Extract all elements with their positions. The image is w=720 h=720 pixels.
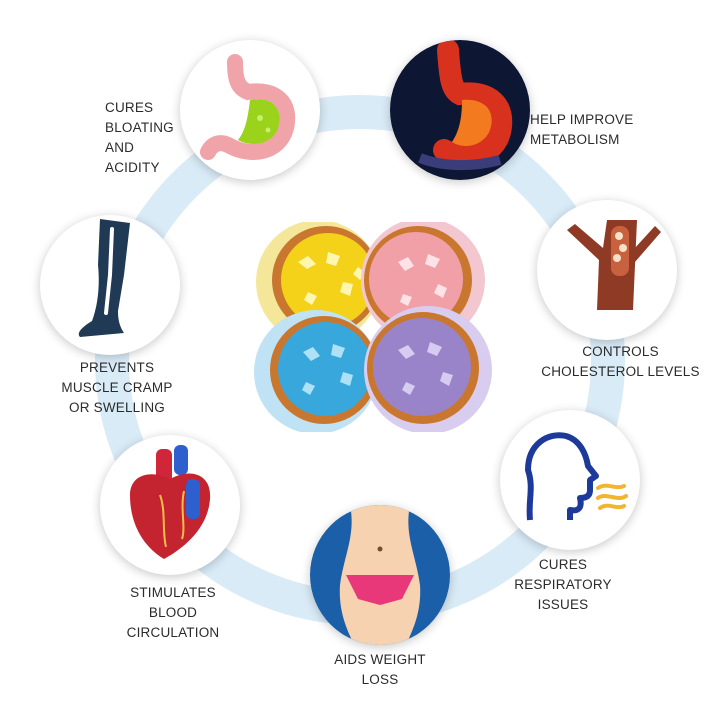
weight-loss-node (310, 505, 450, 645)
heart-icon (130, 445, 211, 559)
benefit-label: CONTROLS CHOLESTEROL LEVELS (541, 344, 700, 379)
benefit-label: HELP IMPROVE METABOLISM (530, 112, 634, 147)
leg-node (40, 215, 180, 355)
blood-vessel-icon (567, 220, 661, 310)
leg-icon (78, 219, 130, 337)
metabolism-stomach-icon (390, 40, 530, 180)
cholesterol-node (537, 200, 677, 340)
stomach-icon (200, 54, 296, 160)
benefit-label: AIDS WEIGHT LOSS (334, 652, 426, 687)
benefit-label: CURES BLOATING AND ACIDITY (105, 100, 174, 175)
bath-bombs-image (248, 222, 498, 432)
benefit-label: STIMULATES BLOOD CIRCULATION (126, 585, 220, 640)
metabolism-node (390, 40, 530, 180)
breathing-face-icon (525, 432, 628, 521)
respiratory-node (500, 410, 640, 550)
heart-node (100, 435, 240, 575)
stomach-node (180, 40, 320, 180)
benefit-label: CURES RESPIRATORY ISSUES (514, 557, 612, 612)
benefit-label: PREVENTS MUSCLE CRAMP OR SWELLING (61, 360, 173, 415)
waist-icon (310, 505, 450, 645)
